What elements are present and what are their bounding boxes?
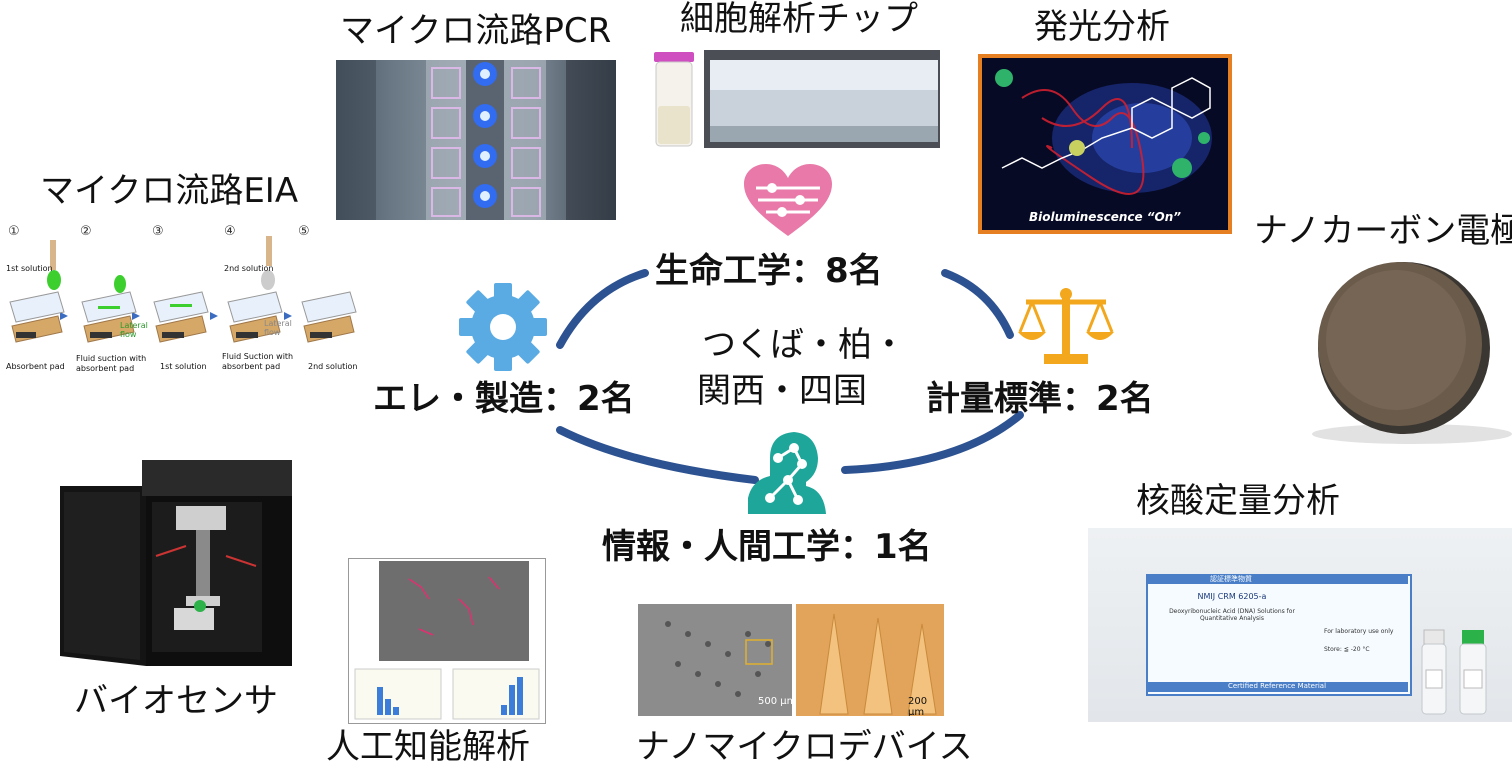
topic-micro-pcr: マイクロ流路PCR: [340, 11, 612, 51]
group-life-science: 生命工学：8名: [655, 251, 883, 291]
eia-fluid-suction: Fluid suction with absorbent pad: [76, 354, 147, 373]
topic-ai-analysis: 人工知能解析: [326, 727, 530, 767]
nanomicro-needle-photo: 500 µm 200 µm: [638, 604, 944, 716]
micro-eia-figure: ① ② ③ ④ ⑤ 1st solution 2nd solution Abso…: [2, 222, 374, 382]
locations-line-2: 関西・四国: [697, 371, 867, 411]
topic-nanocarbon: ナノカーボン電極: [1254, 211, 1512, 251]
eia-step-4: ④: [224, 224, 236, 239]
scale-500um: 500 µm: [758, 696, 797, 707]
eia-step-1: ①: [8, 224, 20, 239]
heart-circuit-icon: [744, 164, 832, 236]
eia-absorbent-pad: Absorbent pad: [6, 362, 65, 371]
luminescence-photo: Bioluminescence “On”: [978, 54, 1232, 234]
gear-icon: [459, 283, 547, 371]
eia-2nd-solution-b: 2nd solution: [308, 362, 358, 371]
crm-line-dna: Deoxyribonucleic Acid (DNA) Solutions fo…: [1169, 608, 1295, 623]
topic-nanomicro: ナノマイクロデバイス: [636, 727, 973, 767]
group-electronics-manufacturing: エレ・製造：2名: [373, 379, 635, 419]
locations-line-1: つくば・柏・: [702, 325, 906, 365]
eia-step-3: ③: [152, 224, 164, 239]
topic-cell-chip: 細胞解析チップ: [680, 0, 918, 39]
crm-store: Store: ≦ -20 °C: [1324, 646, 1370, 653]
nucleic-acid-crm-photo: 認証標準物質 NMIJ CRM 6205-a Deoxyribonucleic …: [1088, 528, 1512, 722]
eia-lateral-flow-b: Lateral flow: [264, 319, 292, 337]
nanocarbon-wafer-photo: [1300, 256, 1512, 446]
topic-micro-eia: マイクロ流路EIA: [40, 171, 299, 211]
scale-200um: 200 µm: [908, 696, 928, 716]
center-ellipse: [556, 269, 1024, 484]
balance-scale-icon: [1018, 288, 1114, 364]
topic-biosensor: バイオセンサ: [74, 681, 278, 721]
eia-lateral-flow: Lateral flow: [120, 321, 148, 339]
eia-fluid-suction-b: Fluid Suction with absorbent pad: [222, 352, 294, 371]
ai-analysis-figure: [348, 558, 546, 724]
cell-chip-photo: [652, 46, 942, 150]
eia-step-5: ⑤: [298, 224, 310, 239]
crm-header: 認証標準物質: [1210, 575, 1252, 583]
eia-step-2: ②: [80, 224, 92, 239]
bioluminescence-caption: Bioluminescence “On”: [1028, 210, 1182, 224]
topic-nucleic-acid: 核酸定量分析: [1136, 481, 1340, 521]
biosensor-device-photo: [36, 456, 298, 670]
topic-luminescence: 発光分析: [1034, 7, 1170, 47]
crm-footer: Certified Reference Material: [1227, 682, 1327, 690]
eia-1st-solution-b: 1st solution: [160, 362, 207, 371]
eia-1st-solution: 1st solution: [6, 264, 53, 273]
group-metrology: 計量標準：2名: [926, 379, 1154, 419]
crm-title: NMIJ CRM 6205-a: [1197, 592, 1267, 601]
eia-2nd-solution: 2nd solution: [224, 264, 274, 273]
group-information-human: 情報・人間工学：1名: [602, 527, 932, 567]
micro-pcr-photo: [336, 60, 616, 220]
crm-lab-use: For laboratory use only: [1324, 628, 1394, 635]
person-network-icon: [748, 432, 826, 514]
